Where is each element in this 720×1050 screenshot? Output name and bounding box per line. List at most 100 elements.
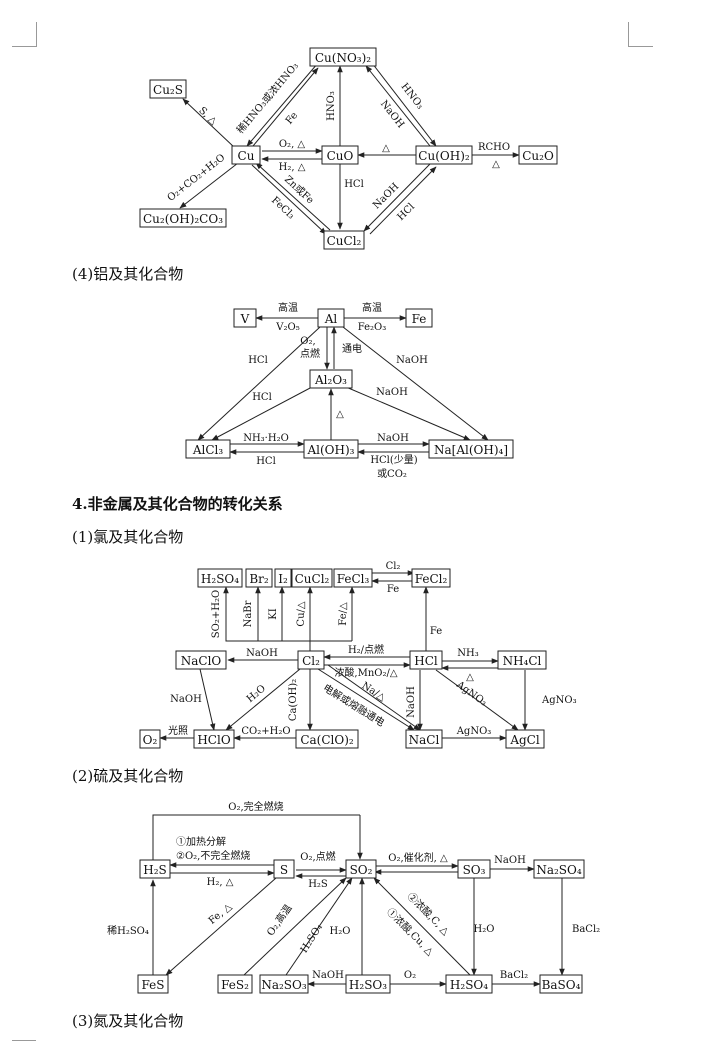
cl-fecl3: FeCl₃ bbox=[337, 572, 370, 586]
copper-diagram: Cu₂S Cu(NO₃)₂ Cu CuO Cu(OH)₂ Cu₂O Cu₂(OH… bbox=[139, 47, 558, 250]
s-na2so4: Na₂SO₄ bbox=[536, 863, 582, 877]
cl-label-nh3: NH₃ bbox=[457, 648, 478, 659]
s-fes2: FeS₂ bbox=[221, 978, 249, 992]
heading-chlorine: (1)氯及其化合物 bbox=[72, 528, 184, 546]
cl-agcl: AgCl bbox=[509, 733, 540, 747]
al-label-o2: O₂, bbox=[300, 336, 315, 347]
cl-br2: Br₂ bbox=[249, 572, 269, 586]
al-label-fe2o3: Fe₂O₃ bbox=[358, 322, 387, 333]
cl-label-nabr: NaBr bbox=[243, 600, 254, 627]
cl-label-fe3: Fe bbox=[430, 626, 442, 637]
s-h2s: H₂S bbox=[143, 863, 167, 877]
cl-label-cu: Cu/△ bbox=[296, 601, 307, 626]
cl-label-agno3c: AgNO₃ bbox=[456, 726, 492, 737]
cu-cu2o: Cu₂O bbox=[522, 149, 554, 163]
al-label-v2o5: V₂O₅ bbox=[275, 322, 299, 333]
cl-label-agno3: AgNO₃ bbox=[453, 679, 488, 709]
cl-naclo: NaClO bbox=[181, 654, 222, 668]
s-label-o2chj: O₂,催化剂, △ bbox=[388, 851, 448, 864]
cl-fecl2: FeCl₂ bbox=[415, 572, 448, 586]
cu-cuo: CuO bbox=[327, 149, 354, 163]
cl-h2so4: H₂SO₄ bbox=[201, 572, 239, 586]
al-label-hcl1: HCl bbox=[248, 355, 268, 366]
s-label-bacl2b: BaCl₂ bbox=[500, 970, 528, 981]
cl-caclo2: Ca(ClO)₂ bbox=[300, 733, 354, 747]
cu-cu2oh2co3: Cu₂(OH)₂CO₃ bbox=[143, 212, 223, 226]
s-label-h2o2: H₂O bbox=[474, 924, 495, 935]
heading-nonmetal: 4.非金属及其化合物的转化关系 bbox=[72, 495, 283, 513]
s-s: S bbox=[280, 863, 288, 877]
cl-nacl: NaCl bbox=[409, 733, 440, 747]
s-baso4: BaSO₄ bbox=[542, 978, 581, 992]
s-so2: SO₂ bbox=[350, 863, 373, 877]
cu-cuoh2: Cu(OH)₂ bbox=[418, 149, 470, 163]
cu-label-hno3-vertical: HNO₃ bbox=[326, 91, 337, 121]
crop-mark-top-right bbox=[628, 22, 653, 47]
cl-label-so2: SO₂+H₂O bbox=[211, 590, 222, 638]
al-label-naoh3: NaOH bbox=[377, 433, 409, 444]
al-label-heat: △ bbox=[336, 409, 344, 420]
cl-label-fe2: Fe/△ bbox=[338, 602, 349, 626]
cl-label-cl2: Cl₂ bbox=[386, 561, 401, 572]
cu-label-rcho: RCHO bbox=[478, 142, 510, 153]
heading-aluminum: (4)铝及其化合物 bbox=[72, 265, 184, 283]
s-label-bacl2: BaCl₂ bbox=[572, 924, 600, 935]
cl-nh4cl: NH₄Cl bbox=[503, 654, 542, 668]
al-label-dr: 点燃 bbox=[300, 347, 320, 360]
crop-mark-top-left bbox=[12, 22, 37, 47]
al-label-naoh2: NaOH bbox=[376, 387, 408, 398]
cl-cl2: Cl₂ bbox=[302, 654, 320, 668]
al-label-co2: 或CO₂ bbox=[377, 468, 407, 480]
cl-cucl2: CuCl₂ bbox=[295, 572, 330, 586]
s-label-naoh: NaOH bbox=[494, 855, 526, 866]
cl-label-na: Na/△ bbox=[359, 680, 387, 703]
cu-cu: Cu bbox=[238, 149, 255, 163]
cl-label-agno3b: AgNO₃ bbox=[541, 695, 577, 706]
cu-cu2s: Cu₂S bbox=[153, 83, 183, 97]
cu-cucl2: CuCl₂ bbox=[327, 234, 362, 248]
cu-label-heat: △ bbox=[382, 143, 390, 154]
s-h2so4: H₂SO₄ bbox=[450, 978, 488, 992]
cl-label-caoh2: Ca(OH)₂ bbox=[288, 679, 299, 721]
s-fes: FeS bbox=[142, 978, 165, 992]
s-label-h2o: H₂O bbox=[330, 926, 351, 937]
s-label-dilute-h2so4: 稀H₂SO₄ bbox=[107, 924, 149, 937]
s-h2so3: H₂SO₃ bbox=[349, 978, 387, 992]
cl-label-fe: Fe bbox=[387, 584, 399, 595]
al-label-gw2: 高温 bbox=[362, 301, 382, 314]
al-alcl3: AlCl₃ bbox=[192, 443, 224, 457]
s-label-h2s: H₂S bbox=[308, 879, 328, 890]
heading-nitrogen: (3)氮及其化合物 bbox=[72, 1012, 184, 1030]
al-fe: Fe bbox=[412, 312, 427, 326]
cl-label-naoh3: NaOH bbox=[406, 686, 417, 718]
al-label-td: 通电 bbox=[342, 342, 362, 355]
al-aloh3: Al(OH)₃ bbox=[307, 443, 355, 457]
sulfur-diagram: H₂S S SO₂ SO₃ Na₂SO₄ FeS FeS₂ Na₂SO₃ H₂S… bbox=[107, 800, 600, 994]
cl-label-naoh: NaOH bbox=[246, 648, 278, 659]
al-al2o3: Al₂O₃ bbox=[314, 373, 347, 387]
cu-label-s: S, △ bbox=[196, 105, 219, 127]
al-label-hcl2: HCl bbox=[252, 392, 272, 403]
cl-i2: I₂ bbox=[278, 572, 288, 586]
al-al: Al bbox=[324, 312, 338, 326]
cu-label-hno3-right: HNO₃ bbox=[398, 81, 425, 111]
s-label-h2so4: H₂SO₄ bbox=[299, 922, 325, 955]
s-label-jr: ①加热分解 bbox=[176, 835, 226, 848]
s-label-fe: Fe, △ bbox=[207, 901, 234, 927]
cl-label-co2: CO₂+H₂O bbox=[241, 726, 290, 737]
s-label-bwq: ②O₂,不完全燃烧 bbox=[176, 849, 250, 862]
al-label-hcl3: HCl bbox=[256, 456, 276, 467]
cl-label-naoh2: NaOH bbox=[170, 694, 202, 705]
al-v: V bbox=[240, 312, 250, 326]
crop-mark-bottom-left bbox=[12, 1040, 36, 1050]
cl-hcl: HCl bbox=[414, 654, 438, 668]
cl-o2: O₂ bbox=[143, 733, 158, 747]
cu-label-naoh: NaOH bbox=[378, 99, 406, 131]
cl-hclo: HClO bbox=[197, 733, 230, 747]
s-so3: SO₃ bbox=[463, 863, 486, 877]
cu-cuno32: Cu(NO₃)₂ bbox=[315, 51, 371, 65]
cl-label-heat: △ bbox=[466, 672, 474, 683]
cl-label-gz: 光照 bbox=[168, 724, 188, 737]
cu-label-hcl: HCl bbox=[344, 179, 364, 190]
